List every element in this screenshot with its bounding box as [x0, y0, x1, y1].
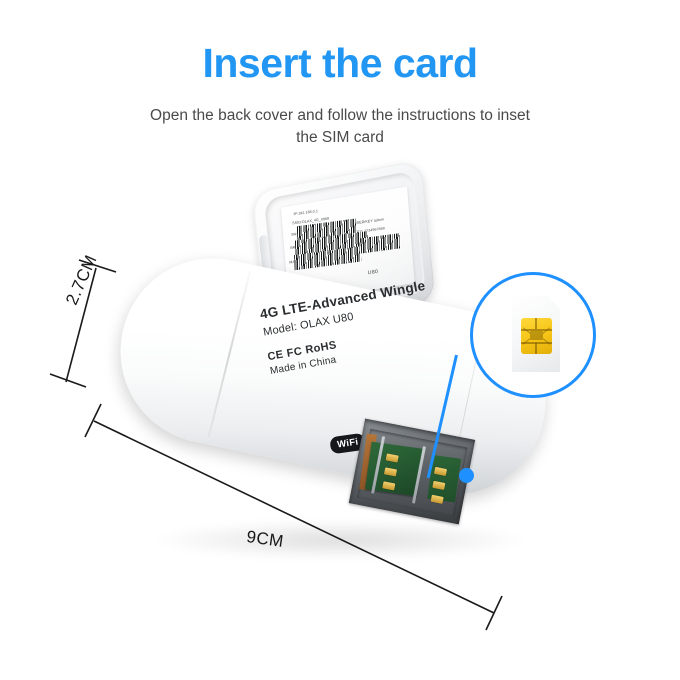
page-subtitle: Open the back cover and follow the instr… — [150, 107, 530, 147]
sim-card-chip — [521, 318, 552, 354]
dongle-shadow — [150, 520, 530, 560]
label-ip: IP:192.168.0.1 — [293, 209, 319, 217]
page-title: Insert the card — [202, 40, 478, 86]
callout-anchor-dot — [459, 468, 474, 483]
label-user-key: USER/KEY admin — [353, 217, 385, 226]
callout-circle — [470, 272, 596, 398]
sim-card — [512, 296, 560, 372]
label-model-mark: U80 — [367, 268, 379, 277]
dimension-height-label: 2.7CM — [62, 251, 101, 308]
